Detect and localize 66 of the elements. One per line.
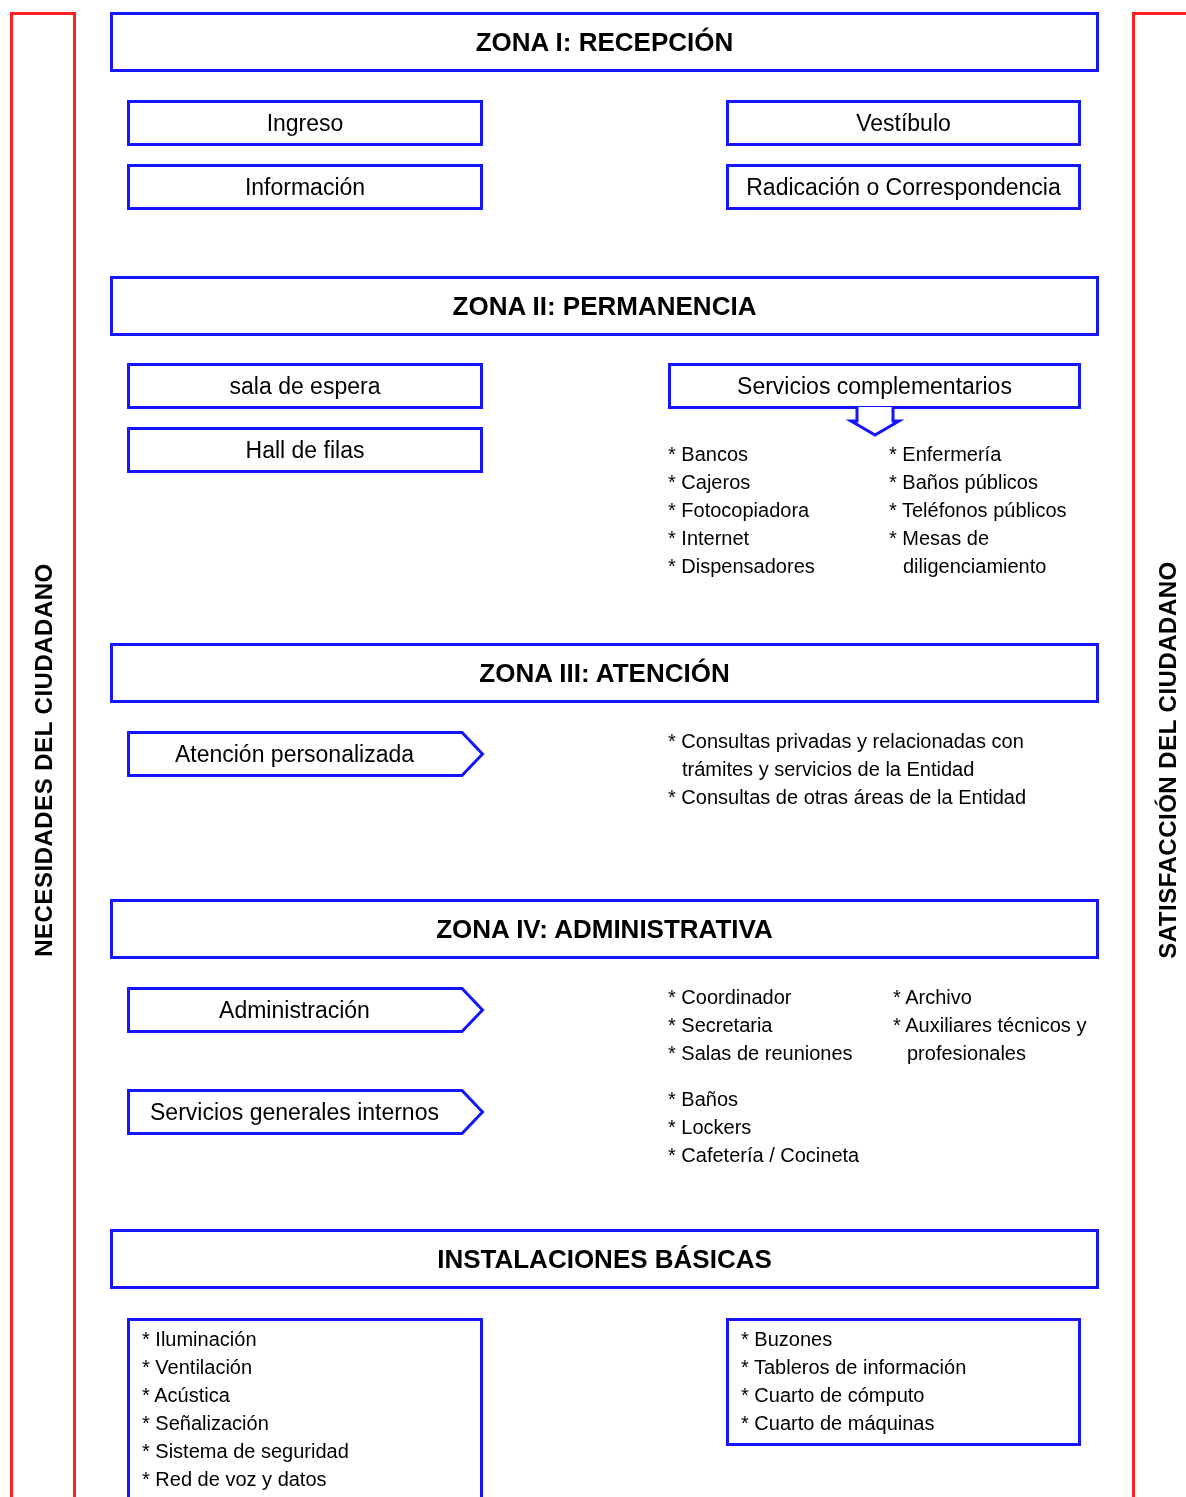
area-label: Servicios generales internos	[150, 1097, 439, 1127]
zone-header-box	[110, 12, 1099, 72]
area-box	[668, 363, 1081, 409]
area-label: Atención personalizada	[174, 739, 415, 769]
list-item: * Coordinador	[668, 985, 793, 1010]
list-item: * Señalización	[142, 1411, 270, 1436]
area-label: Ingreso	[266, 108, 344, 138]
list-item: * Fotocopiadora	[668, 498, 811, 523]
area-label: Vestíbulo	[856, 108, 951, 138]
list-item: * Lockers	[668, 1115, 753, 1140]
zone-title: ZONA I: RECEPCIÓN	[475, 25, 734, 59]
zone-title: ZONA II: PERMANENCIA	[452, 289, 757, 323]
list-item: * Sistema de seguridad	[142, 1439, 350, 1464]
side-bracket	[10, 12, 76, 1497]
zone-title: ZONA IV: ADMINISTRATIVA	[436, 912, 773, 946]
area-box	[127, 427, 483, 473]
list-box	[726, 1318, 1081, 1446]
list-item: * Cafetería / Cocineta	[668, 1143, 861, 1168]
chevron-box	[127, 731, 484, 777]
chevron-box	[127, 1089, 484, 1135]
list-item: * Internet	[668, 526, 751, 551]
list-item: * Tableros de información	[741, 1355, 968, 1380]
list-item: * Acústica	[142, 1383, 231, 1408]
list-item: * Buzones	[741, 1327, 834, 1352]
list-box	[127, 1318, 483, 1497]
list-item: * Cajeros	[668, 470, 752, 495]
zone-title: ZONA III: ATENCIÓN	[479, 656, 730, 690]
area-box	[127, 363, 483, 409]
list-item: * Bancos	[668, 442, 750, 467]
zone-title: INSTALACIONES BÁSICAS	[437, 1242, 772, 1276]
list-item: * Consultas privadas y relacionadas con trámites y servicios de la Entidad	[668, 729, 1025, 782]
list-item: * Auxiliares técnicos y profesionales	[893, 1013, 1088, 1066]
area-box	[127, 164, 483, 210]
list-item: * Iluminación	[142, 1327, 258, 1352]
side-bracket	[1132, 12, 1186, 1497]
list-item: * Baños	[668, 1087, 740, 1112]
area-label: Hall de filas	[245, 435, 365, 465]
area-box	[726, 164, 1081, 210]
area-label: Información	[244, 172, 366, 202]
list-item: * Enfermería	[889, 442, 1003, 467]
list-item: * Mesas de diligenciamiento	[889, 526, 1048, 579]
list-item: * Archivo	[893, 985, 973, 1010]
area-label: sala de espera	[229, 371, 381, 401]
list-item: * Cuarto de máquinas	[741, 1411, 936, 1436]
block-arrow	[845, 405, 905, 437]
area-label: Radicación o Correspondencia	[746, 172, 1061, 202]
chevron-box	[127, 987, 484, 1033]
list-item: * Dispensadores	[668, 554, 816, 579]
area-box	[726, 100, 1081, 146]
side-label: SATISFACCIÓN DEL CIUDADANO	[1153, 561, 1182, 959]
list-item: * Teléfonos públicos	[889, 498, 1068, 523]
list-item: * Baños públicos	[889, 470, 1039, 495]
area-label: Servicios complementarios	[737, 371, 1012, 401]
zone-header-box	[110, 899, 1099, 959]
side-label: NECESIDADES DEL CIUDADANO	[29, 563, 58, 957]
list-item: * Consultas de otras áreas de la Entidad	[668, 785, 1027, 810]
zone-header-box	[110, 276, 1099, 336]
list-item: * Red de voz y datos	[142, 1467, 328, 1492]
zone-header-box	[110, 1229, 1099, 1289]
list-item: * Secretaria	[668, 1013, 774, 1038]
list-item: * Ventilación	[142, 1355, 254, 1380]
list-item: * Salas de reuniones	[668, 1041, 854, 1066]
area-label: Administración	[219, 995, 370, 1025]
area-box	[127, 100, 483, 146]
zone-header-box	[110, 643, 1099, 703]
list-item: * Cuarto de cómputo	[741, 1383, 926, 1408]
